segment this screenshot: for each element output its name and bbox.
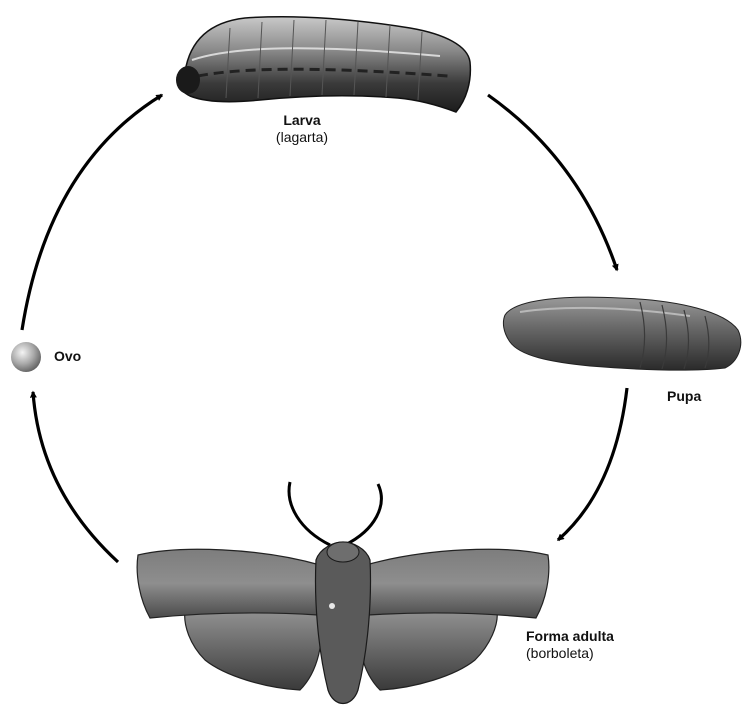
egg-name: Ovo (54, 348, 81, 365)
arrow-pupa-to-adult (558, 388, 627, 540)
larva-name: Larva (262, 112, 342, 129)
pupa-label: Pupa (667, 388, 701, 405)
arrow-adult-to-egg (33, 392, 118, 562)
adult-label: Forma adulta (borboleta) (526, 628, 614, 662)
pupa-name: Pupa (667, 388, 701, 405)
arrow-larva-to-pupa (488, 95, 617, 270)
larva-subtitle: (lagarta) (262, 129, 342, 146)
pupa-image (503, 297, 740, 370)
egg-image (11, 342, 41, 372)
arrow-egg-to-larva (22, 95, 162, 330)
adult-name: Forma adulta (526, 628, 614, 645)
larva-label: Larva (lagarta) (262, 112, 342, 146)
adult-subtitle: (borboleta) (526, 645, 614, 662)
adult-moth-image (137, 482, 549, 704)
larva-image (176, 17, 470, 112)
egg-label: Ovo (54, 348, 81, 365)
